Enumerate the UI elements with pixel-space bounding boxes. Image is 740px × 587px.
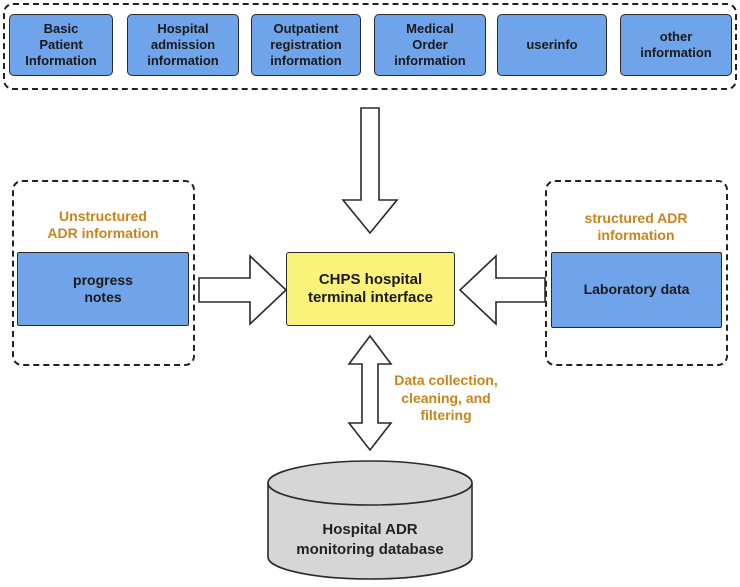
structured-adr-title: structured ADR information <box>584 210 688 243</box>
hospital-admission-information-box: Hospital admission information <box>127 14 239 76</box>
right-arrow-icon <box>198 254 288 326</box>
laboratory-data-box: Laboratory data <box>551 252 722 328</box>
chps-terminal-interface-box: CHPS hospital terminal interface <box>286 252 455 326</box>
structured-adr-group <box>545 180 728 366</box>
sources-group <box>3 3 737 90</box>
database-cylinder-icon <box>267 460 473 580</box>
progress-notes-box: progress notes <box>17 252 189 326</box>
adr-monitoring-database-label: Hospital ADR monitoring database <box>296 521 444 558</box>
userinfo-box: userinfo <box>497 14 607 76</box>
outpatient-registration-information-box: Outpatient registration information <box>251 14 361 76</box>
medical-order-information-box: Medical Order information <box>374 14 486 76</box>
unstructured-adr-group <box>12 180 195 366</box>
basic-patient-information-box: Basic Patient Information <box>9 14 113 76</box>
unstructured-adr-title: Unstructured ADR information <box>47 208 159 241</box>
left-arrow-icon <box>458 254 546 326</box>
down-arrow-icon <box>341 107 399 235</box>
data-collection-label: Data collection, cleaning, and filtering <box>394 372 498 423</box>
other-information-box: other information <box>620 14 732 76</box>
bidirectional-arrow-icon <box>347 334 393 452</box>
